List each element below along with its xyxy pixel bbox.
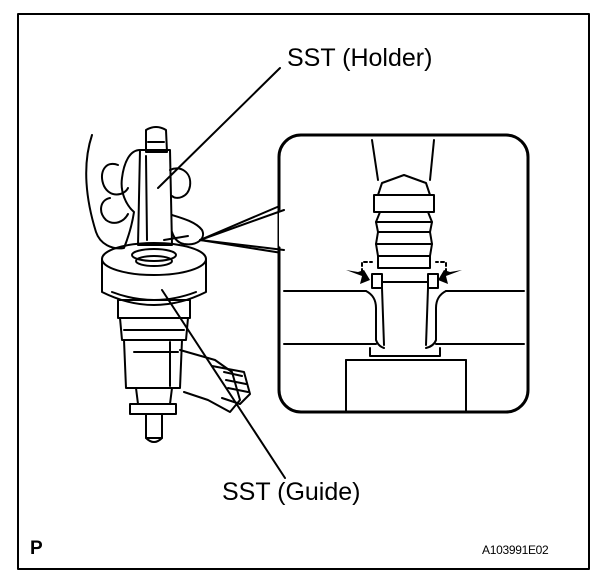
figure-border xyxy=(17,13,590,570)
holder-label: SST (Holder) xyxy=(287,44,433,72)
detail-inset xyxy=(199,133,530,414)
figure-code: A103991E02 xyxy=(482,543,549,557)
corner-mark: P xyxy=(30,538,43,559)
holder-leader-line xyxy=(157,67,281,189)
arrow-right xyxy=(438,270,462,284)
arrow-left xyxy=(346,270,370,284)
hand xyxy=(85,134,141,250)
tool-assembly xyxy=(85,126,251,443)
guide-leader-line xyxy=(161,289,286,479)
guide-label: SST (Guide) xyxy=(222,478,361,506)
